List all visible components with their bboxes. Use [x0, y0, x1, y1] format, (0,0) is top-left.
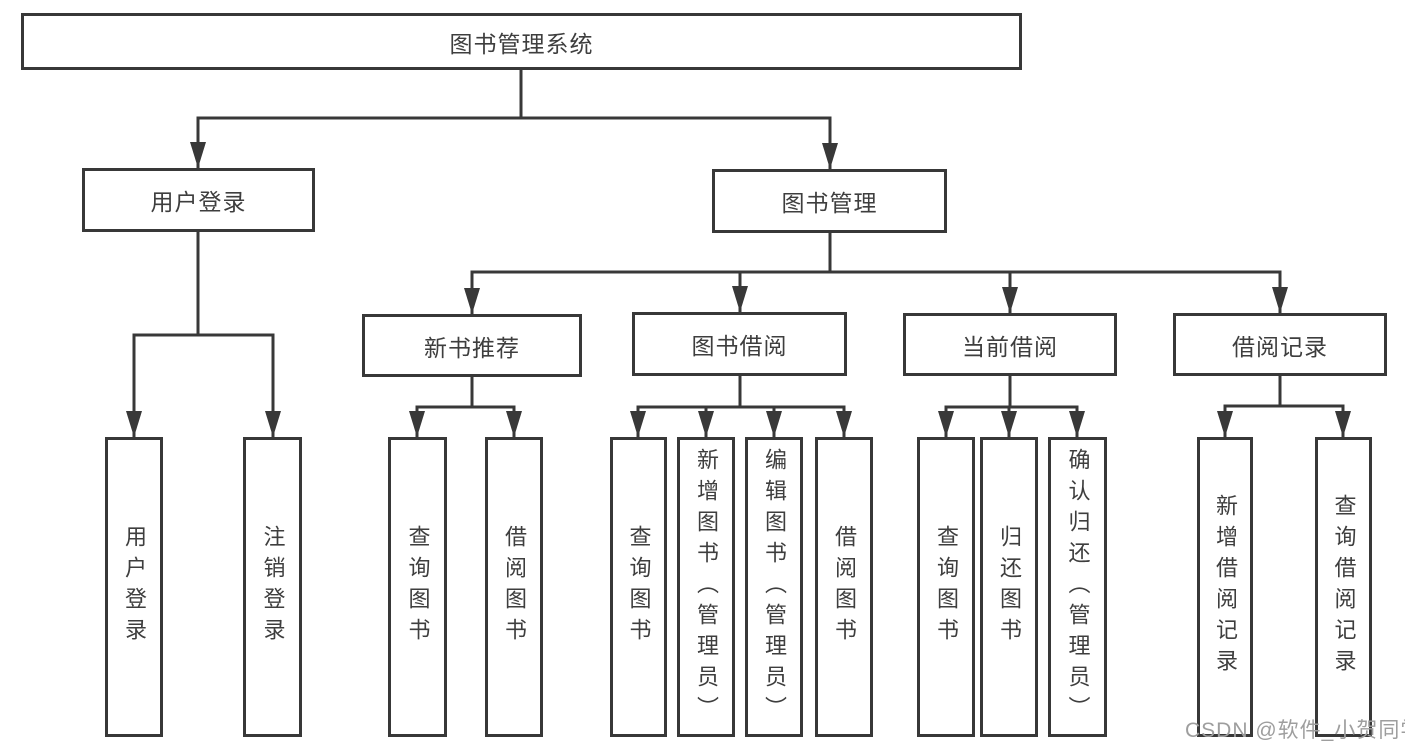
node-borrow-records: 借阅记录: [1173, 313, 1387, 376]
leaf-user-login-label: 用户登录: [122, 525, 147, 649]
node-book-borrow: 图书借阅: [632, 312, 847, 376]
leaf-newbooks-query-books: 查询图书: [388, 437, 447, 737]
leaf-logout-label: 注销登录: [260, 525, 286, 649]
leaf-records-add-record: 新增借阅记录: [1197, 437, 1253, 737]
leaf-records-add-record-label: 新增借阅记录: [1213, 494, 1238, 680]
leaf-borrow-add-books-admin: 新增图书（管理员）: [677, 437, 735, 737]
leaf-newbooks-query-books-label: 查询图书: [405, 525, 431, 649]
node-user-login: 用户登录: [82, 168, 315, 232]
leaf-current-query-books: 查询图书: [917, 437, 975, 737]
watermark-text: CSDN @软件_小贺同学: [1185, 719, 1405, 742]
node-current-borrow: 当前借阅: [903, 313, 1117, 376]
leaf-borrow-query-books: 查询图书: [610, 437, 667, 737]
leaf-borrow-borrow-books-label: 借阅图书: [832, 525, 857, 649]
leaf-current-query-books-label: 查询图书: [934, 525, 959, 649]
leaf-current-return-books: 归还图书: [980, 437, 1038, 737]
leaf-borrow-edit-books-admin: 编辑图书（管理员）: [745, 437, 803, 737]
node-book-management: 图书管理: [712, 169, 947, 233]
node-system-root: 图书管理系统: [21, 13, 1022, 70]
leaf-borrow-edit-books-admin-label: 编辑图书（管理员）: [762, 447, 787, 727]
leaf-borrow-query-books-label: 查询图书: [626, 525, 652, 649]
leaf-records-query-record-label: 查询借阅记录: [1331, 494, 1357, 680]
leaf-newbooks-borrow-books-label: 借阅图书: [502, 525, 527, 649]
leaf-current-return-books-label: 归还图书: [997, 525, 1022, 649]
leaf-borrow-add-books-admin-label: 新增图书（管理员）: [694, 447, 719, 727]
node-new-book-recommend: 新书推荐: [362, 314, 582, 377]
leaf-current-confirm-return-admin: 确认归还（管理员）: [1048, 437, 1107, 737]
leaf-records-query-record: 查询借阅记录: [1315, 437, 1372, 737]
leaf-newbooks-borrow-books: 借阅图书: [485, 437, 543, 737]
leaf-borrow-borrow-books: 借阅图书: [815, 437, 873, 737]
leaf-user-login: 用户登录: [105, 437, 163, 737]
leaf-logout: 注销登录: [243, 437, 302, 737]
leaf-current-confirm-return-admin-label: 确认归还（管理员）: [1065, 447, 1091, 727]
